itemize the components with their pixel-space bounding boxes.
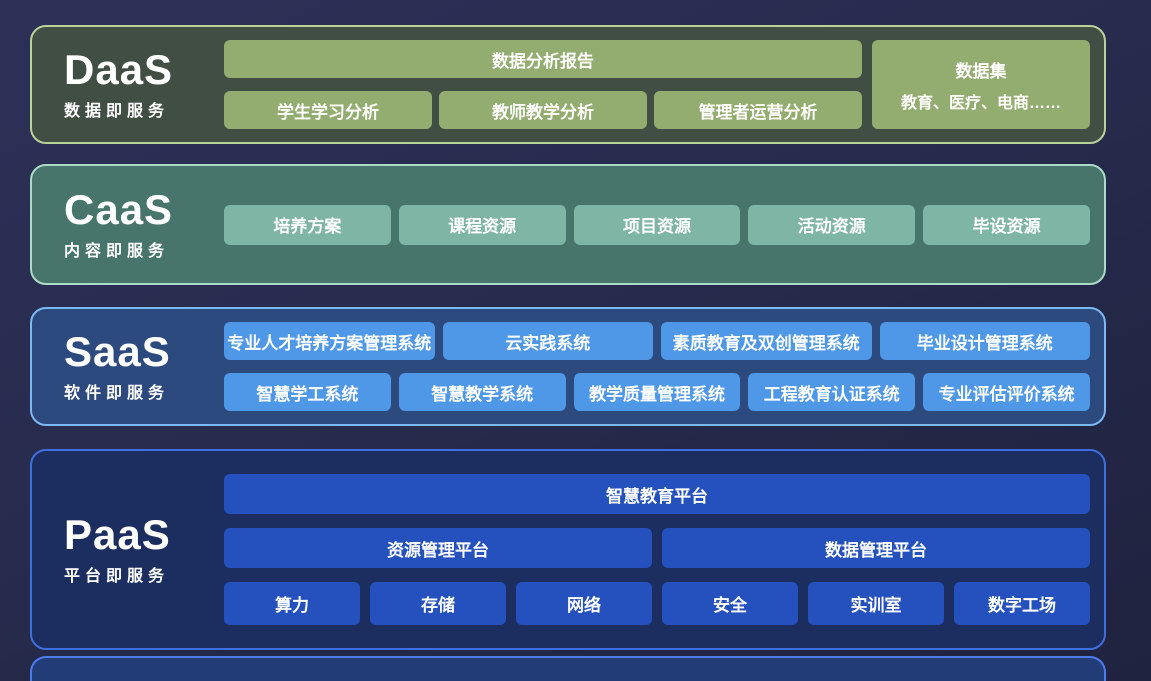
chip-graduation-design-resources: 毕设资源 [923, 204, 1090, 245]
layer-paas: PaaS 平台即服务 智慧教育平台 资源管理平台 数据管理平台 算力 存储 网络… [30, 449, 1106, 650]
chip-network: 网络 [516, 582, 652, 625]
dataset-desc: 教育、医疗、电商…… [900, 94, 1061, 112]
chip-teacher-teaching-analysis: 教师教学分析 [439, 91, 647, 129]
chip-smart-student-affairs-system: 智慧学工系统 [224, 373, 391, 411]
paas-row-2: 资源管理平台 数据管理平台 [224, 528, 1090, 568]
paas-subtitle: 平台即服务 [64, 568, 170, 586]
chip-storage: 存储 [370, 582, 506, 625]
chip-graduation-design-management-system: 毕业设计管理系统 [879, 322, 1090, 360]
chip-student-learning-analysis: 学生学习分析 [224, 91, 432, 129]
chip-manager-operations-analysis: 管理者运营分析 [654, 91, 862, 129]
daas-left-group: 数据分析报告 学生学习分析 教师教学分析 管理者运营分析 [224, 40, 862, 129]
chip-activity-resources: 活动资源 [748, 204, 916, 245]
chip-security: 安全 [662, 582, 798, 625]
chip-quality-education-innovation-system: 素质教育及双创管理系统 [661, 322, 872, 360]
saas-title: SaaS [64, 327, 171, 375]
paas-row-1: 智慧教育平台 [224, 474, 1090, 514]
daas-content: 数据分析报告 学生学习分析 教师教学分析 管理者运营分析 数据集 教育、医疗、电… [224, 27, 1104, 142]
chip-smart-teaching-system: 智慧教学系统 [398, 373, 566, 411]
layer-caas-label: CaaS 内容即服务 [32, 166, 224, 283]
layer-daas-label: DaaS 数据即服务 [32, 27, 224, 142]
chip-teaching-quality-management-system: 教学质量管理系统 [573, 373, 741, 411]
daas-subtitle: 数据即服务 [64, 103, 170, 121]
chip-smart-education-platform: 智慧教育平台 [224, 474, 1090, 514]
saas-subtitle: 软件即服务 [64, 385, 170, 403]
layer-next-partial [30, 656, 1106, 681]
chip-cloud-practice-system: 云实践系统 [442, 322, 653, 360]
paas-content: 智慧教育平台 资源管理平台 数据管理平台 算力 存储 网络 安全 实训室 数字工… [224, 451, 1104, 648]
layer-daas: DaaS 数据即服务 数据分析报告 学生学习分析 教师教学分析 管理者运营分析 … [30, 25, 1106, 144]
paas-row-3: 算力 存储 网络 安全 实训室 数字工场 [224, 582, 1090, 625]
dataset-box: 数据集 教育、医疗、电商…… [872, 40, 1090, 129]
chip-data-analysis-report: 数据分析报告 [224, 40, 862, 78]
chip-professional-evaluation-system: 专业评估评价系统 [923, 373, 1090, 411]
caas-title: CaaS [64, 185, 174, 233]
saas-row-2: 智慧学工系统 智慧教学系统 教学质量管理系统 工程教育认证系统 专业评估评价系统 [224, 373, 1090, 411]
daas-analysis-row: 学生学习分析 教师教学分析 管理者运营分析 [224, 91, 862, 129]
layer-caas: CaaS 内容即服务 培养方案 课程资源 项目资源 活动资源 毕设资源 [30, 164, 1106, 285]
chip-talent-training-plan-system: 专业人才培养方案管理系统 [224, 322, 435, 360]
layer-saas-label: SaaS 软件即服务 [32, 309, 224, 424]
layer-saas: SaaS 软件即服务 专业人才培养方案管理系统 云实践系统 素质教育及双创管理系… [30, 307, 1106, 426]
saas-row-1: 专业人才培养方案管理系统 云实践系统 素质教育及双创管理系统 毕业设计管理系统 [224, 322, 1090, 360]
chip-resource-management-platform: 资源管理平台 [224, 528, 652, 568]
layer-paas-label: PaaS 平台即服务 [32, 451, 224, 648]
chip-data-management-platform: 数据管理平台 [662, 528, 1090, 568]
daas-title: DaaS [64, 45, 174, 93]
dataset-title: 数据集 [955, 61, 1007, 81]
chip-training-room: 实训室 [808, 582, 944, 625]
chip-course-resources: 课程资源 [398, 204, 566, 245]
chip-digital-factory: 数字工场 [954, 582, 1090, 625]
chip-project-resources: 项目资源 [573, 204, 741, 245]
caas-content: 培养方案 课程资源 项目资源 活动资源 毕设资源 [224, 166, 1104, 283]
chip-training-plan: 培养方案 [224, 204, 391, 245]
chip-engineering-education-accreditation-system: 工程教育认证系统 [748, 373, 916, 411]
saas-content: 专业人才培养方案管理系统 云实践系统 素质教育及双创管理系统 毕业设计管理系统 … [224, 309, 1104, 424]
caas-subtitle: 内容即服务 [64, 243, 170, 261]
paas-title: PaaS [64, 510, 171, 558]
chip-computing-power: 算力 [224, 582, 360, 625]
